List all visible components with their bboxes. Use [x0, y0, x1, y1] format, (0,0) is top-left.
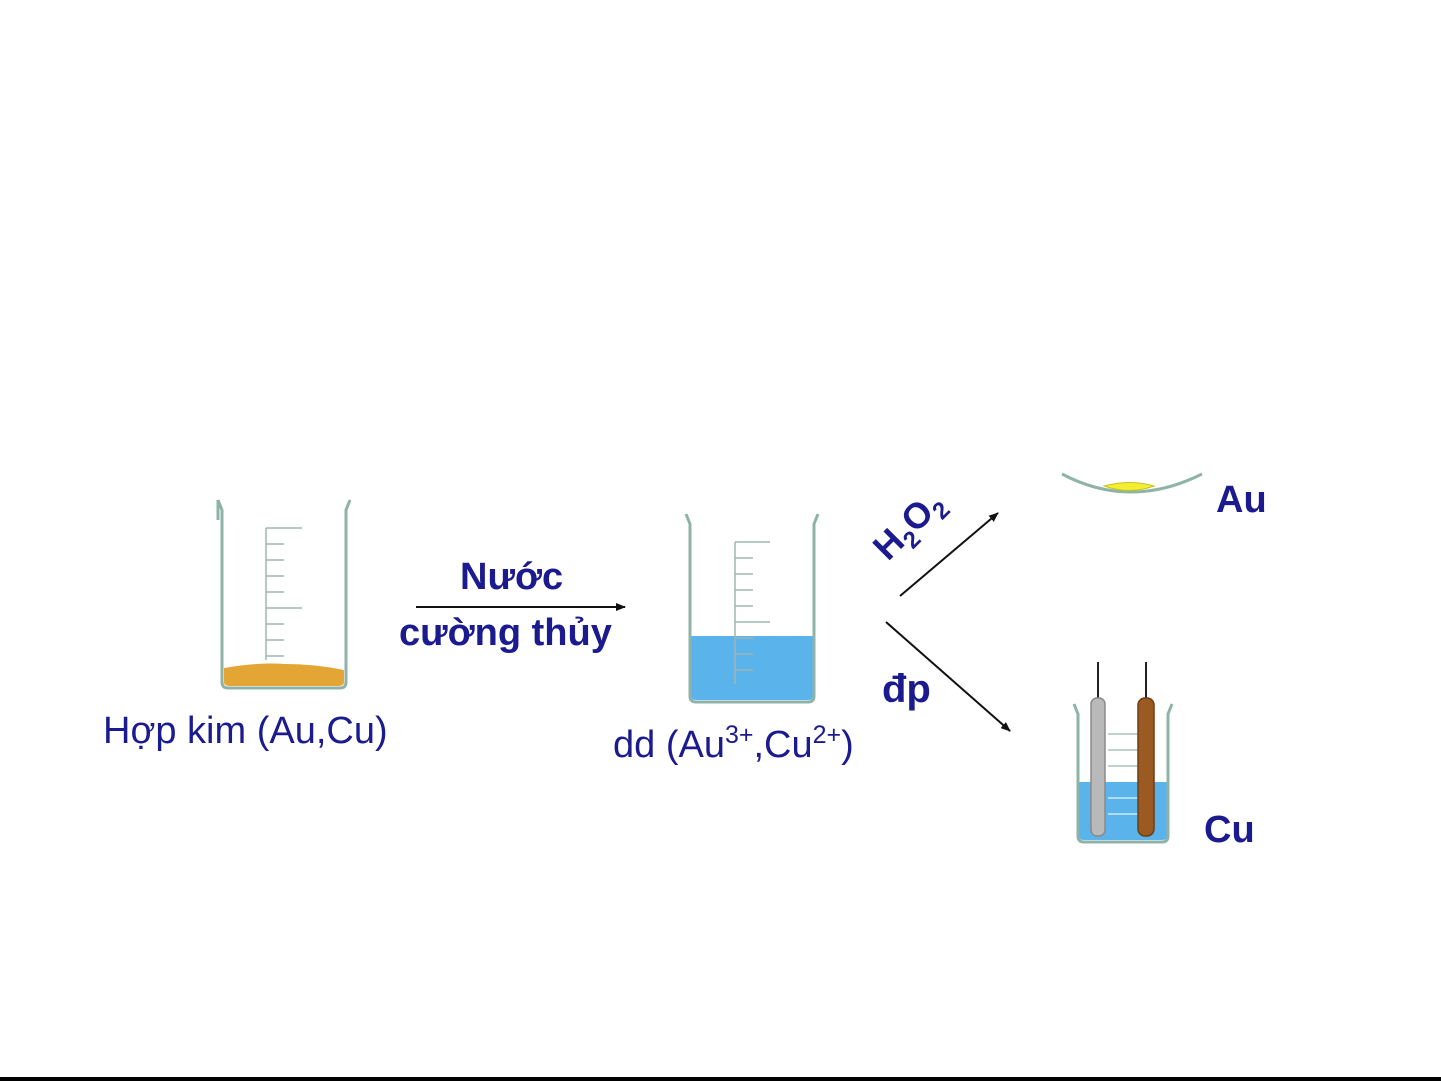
reagent-label-line2: cường thủy	[399, 612, 612, 654]
evaporating-dish-icon	[1062, 474, 1202, 492]
beaker-with-solution-icon	[686, 514, 818, 702]
inert-electrode	[1091, 698, 1105, 836]
solution-label: dd (Au3+,Cu2+)	[613, 721, 854, 766]
copper-electrode	[1138, 698, 1154, 836]
gold-product-label: Au	[1216, 479, 1267, 521]
solution-liquid	[690, 636, 814, 700]
bottom-border	[0, 1077, 1441, 1081]
alloy-powder	[224, 664, 344, 687]
reagent-label-line1: Nước	[460, 556, 563, 598]
h2o2-label: H2O2	[865, 482, 956, 573]
graduation-marks-upper	[1108, 734, 1138, 766]
alloy-label: Hợp kim (Au,Cu)	[103, 710, 388, 752]
electrolysis-label: đp	[882, 667, 931, 711]
electrolysis-cell-icon	[1074, 662, 1172, 842]
beaker-with-powder-icon	[218, 500, 350, 688]
graduation-marks	[266, 528, 302, 660]
copper-product-label: Cu	[1204, 809, 1255, 851]
